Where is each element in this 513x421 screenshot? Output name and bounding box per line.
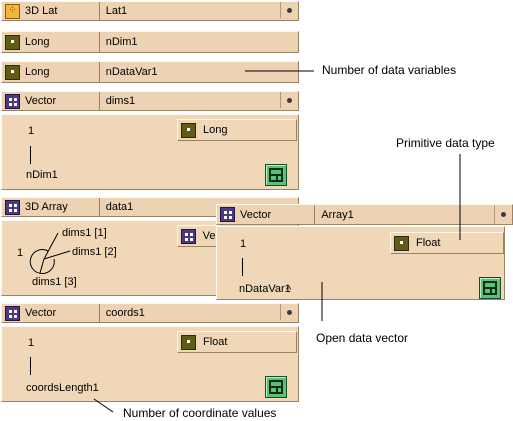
dims-menu-dot[interactable] [279, 92, 298, 108]
lattice-type-button[interactable]: ⁘ 3D Lat [2, 2, 99, 20]
dims-panel: 1 nDim1 Long [1, 114, 299, 190]
popup-count-label: 1 [240, 238, 247, 250]
dims-count-label: 1 [28, 125, 35, 137]
popup-element-type-button[interactable]: Float [390, 232, 504, 254]
long-type-icon [394, 235, 409, 251]
data-type-button[interactable]: 3D Array [2, 198, 99, 216]
data-index-2: dims1 [2] [72, 246, 117, 258]
long-type-icon [181, 334, 196, 350]
vector-grid-icon [5, 305, 20, 321]
data-index-3: dims1 [3] [32, 276, 77, 288]
dims-length-label: nDim1 [26, 169, 58, 181]
lattice-row: ⁘ 3D Lat Lat1 [1, 1, 299, 21]
ndatavar-row: Long nDataVar1 [1, 61, 299, 83]
vector-grid-icon [5, 93, 20, 109]
lattice-menu-dot[interactable] [279, 2, 298, 18]
caret-up-icon[interactable]: ^ [286, 284, 292, 296]
dims-name-field[interactable]: dims1 [98, 92, 280, 110]
vector-grid-icon [5, 199, 20, 215]
coords-menu-dot[interactable] [279, 304, 298, 320]
callout-num-data-vars: Number of data variables [322, 63, 457, 77]
popup-panel: 1 nDataVar1 ^ Float [216, 226, 505, 300]
dims-element-type-button[interactable]: Long [177, 119, 297, 141]
data-value-label: 1 [17, 247, 24, 259]
callout-num-coord-values: Number of coordinate values [123, 406, 277, 420]
coords-element-type-button[interactable]: Float [177, 331, 297, 353]
coords-length-label: coordsLength1 [26, 382, 99, 394]
ndim-type-button[interactable]: Long [2, 32, 99, 52]
popup-length-label: nDataVar1 [239, 283, 291, 295]
expand-green-icon[interactable] [479, 277, 501, 299]
vector-grid-icon [220, 207, 235, 222]
dims-length-line [30, 146, 31, 164]
popup-name-field[interactable]: Array1 [314, 205, 494, 224]
long-type-icon [5, 34, 20, 50]
popup-type-button[interactable]: Vector [217, 205, 315, 224]
coords-count-label: 1 [28, 337, 35, 349]
data-index-1: dims1 [1] [62, 227, 107, 239]
ndatavar-name-field[interactable]: nDataVar1 [98, 62, 298, 82]
coords-name-field[interactable]: coords1 [98, 304, 280, 322]
expand-green-icon[interactable] [265, 376, 287, 398]
coords-type-button[interactable]: Vector [2, 304, 99, 322]
coords-panel: 1 coordsLength1 Float [1, 326, 299, 402]
popup-menu-dot[interactable] [493, 205, 513, 224]
expand-green-icon[interactable] [265, 164, 287, 186]
ndim-name-field[interactable]: nDim1 [98, 32, 298, 52]
coords-length-line [30, 357, 31, 375]
popup-length-line [242, 258, 243, 276]
callout-open-vector: Open data vector [316, 331, 409, 345]
lattice-type-label: 3D Lat [25, 5, 58, 17]
dims-header-row: Vector dims1 [1, 91, 299, 111]
callout-primitive-type: Primitive data type [396, 136, 495, 150]
vector-grid-icon [181, 228, 196, 244]
dims-type-button[interactable]: Vector [2, 92, 99, 110]
long-type-icon [181, 122, 196, 138]
coords-header-row: Vector coords1 [1, 303, 299, 323]
ndatavar-type-button[interactable]: Long [2, 62, 99, 82]
axes-glyph [29, 232, 71, 274]
long-type-icon [5, 64, 20, 80]
popup-header-row: Vector Array1 [216, 204, 513, 225]
ndim-row: Long nDim1 [1, 31, 299, 53]
lattice-name-field[interactable]: Lat1 [98, 2, 280, 20]
lattice-icon: ⁘ [5, 3, 20, 19]
